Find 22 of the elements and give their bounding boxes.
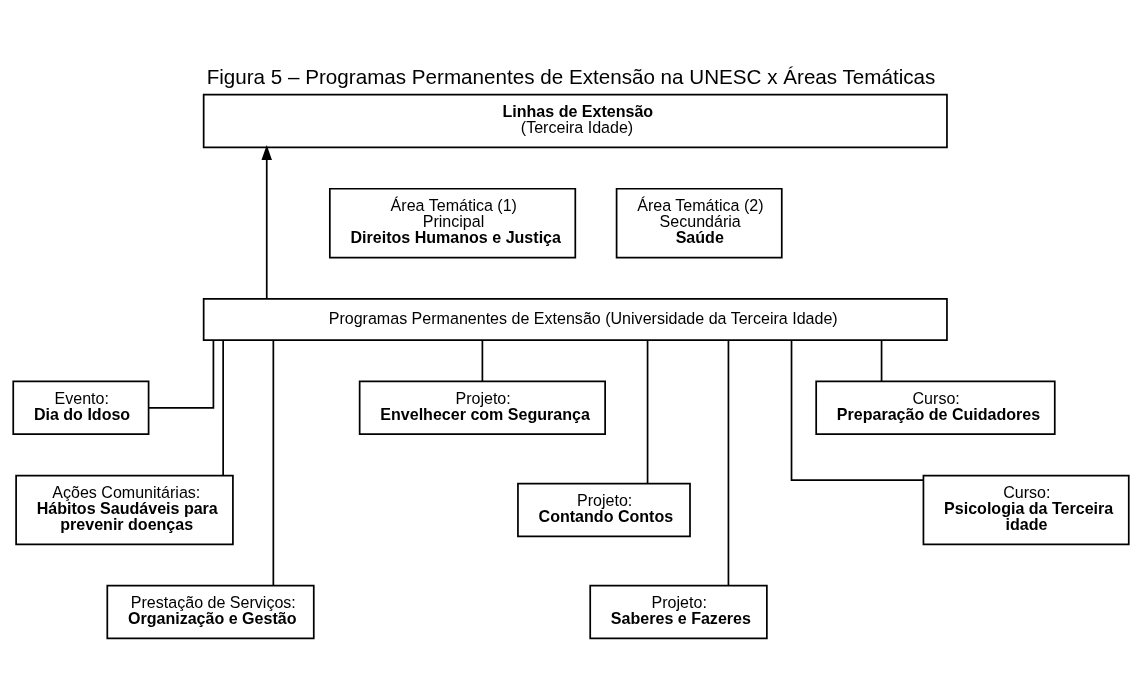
connector xyxy=(790,338,925,481)
connector xyxy=(222,338,224,476)
connector xyxy=(147,339,215,409)
node-box: Prestação de Serviços: Organização e Gestão xyxy=(106,584,315,639)
node-box: Ações Comunitárias: Hábitos Saudáveis para prevenir doenças xyxy=(15,474,234,545)
node-box: Linhas de Extensão (Terceira Idade) xyxy=(202,93,948,148)
connector xyxy=(481,339,484,382)
connector xyxy=(646,338,649,484)
connector xyxy=(880,339,883,382)
node-box: Projeto: Contando Contos xyxy=(517,482,691,537)
node-box: Projeto: Saberes e Fazeres xyxy=(589,584,768,639)
connector xyxy=(272,339,275,586)
arrow xyxy=(261,144,272,300)
node-box: Evento: Dia do Idoso xyxy=(12,380,150,435)
node-box: Área Temática (1) Principal Direitos Humanos e Justiça xyxy=(328,187,577,258)
node-box: Curso: Psicologia da Terceira idade xyxy=(922,474,1130,545)
node-box: Curso: Preparação de Cuidadores xyxy=(815,380,1056,435)
connector xyxy=(727,339,730,586)
diagram-title: Figura 5 – Programas Permanentes de Extensão na UNESC x Áreas Temáticas xyxy=(206,64,936,88)
node-box: Programas Permanentes de Extensão (Universidade da Terceira Idade) xyxy=(202,297,948,341)
node-box: Projeto: Envelhecer com Segurança xyxy=(358,380,606,435)
node-box: Área Temática (2) Secundária Saúde xyxy=(615,187,783,258)
